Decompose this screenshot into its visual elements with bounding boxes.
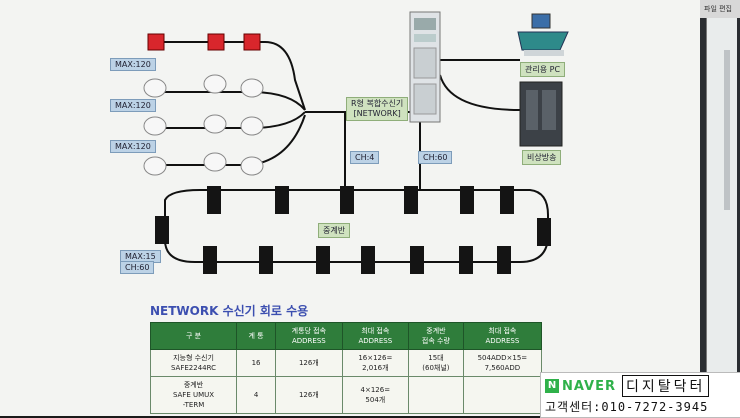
relay-box-icons (155, 186, 551, 274)
table-cell: 4×126= 504개 (341, 376, 410, 414)
table-row: 중계반 SAFE UMUX -TERM 4 126개 4×126= 504개 (149, 376, 543, 414)
control-pc-label: 관리용 PC (520, 62, 566, 77)
cell-text: 15대 (428, 354, 444, 362)
header-text: 접속 수량 (421, 337, 450, 345)
header-cell: 최대 접속 ADDRESS (341, 322, 410, 350)
red-detector-icon-3 (243, 33, 261, 51)
header-text: ADDRESS (485, 337, 520, 345)
window-frame (706, 18, 737, 416)
red-detector-icon-2 (207, 33, 225, 51)
broadcast-label: 비상방송 (522, 150, 562, 165)
cell-text: 2,016개 (362, 364, 389, 372)
screen: MAX:120 MAX:120 MAX:120 MAX:15 CH:60 CH:… (0, 0, 700, 416)
contact-text: 고객센터:010-7272-3945 (545, 400, 709, 414)
cell-text: SAFE2244RC (170, 364, 217, 372)
red-detector-icons (147, 33, 261, 51)
header-cell: 최대 접속 ADDRESS (462, 322, 543, 350)
cell-text: -TERM (182, 401, 205, 409)
header-text: 계통당 접속 (291, 327, 327, 335)
header-text: 최대 접속 (361, 327, 390, 335)
cell-text: 126개 (298, 391, 319, 399)
cell-text: 504개 (365, 396, 386, 404)
emergency-broadcast-rack-icon (519, 81, 563, 147)
network-receiver-label-line1: R형 복합수신기 (351, 99, 404, 108)
menu-strip[interactable]: 파일 편집 (700, 0, 740, 18)
ch-60-left-label: CH:60 (120, 261, 155, 274)
naver-logo-icon: N (545, 379, 559, 393)
network-receiver-label: R형 복합수신기 [NETWORK] (346, 97, 409, 121)
scrollbar[interactable] (724, 50, 730, 210)
naver-wordmark: NAVER (562, 378, 617, 394)
cell-text: 126개 (298, 359, 319, 367)
cell-text: 4 (253, 391, 259, 399)
ch-60-label: CH:60 (418, 151, 453, 164)
table-cell: 4 (236, 376, 277, 414)
header-text: ADDRESS (358, 337, 393, 345)
table-cell: 15대 (60채널) (408, 349, 464, 377)
table-cell: 16 (236, 349, 277, 377)
cell-text: (60채널) (422, 364, 450, 372)
badge-top: N NAVER 디지탈닥터 (545, 375, 710, 397)
table-cell: 126개 (275, 376, 343, 414)
network-receiver-cabinet-icon (409, 11, 441, 123)
table-cell: 126개 (275, 349, 343, 377)
network-receiver-label-line2: [NETWORK] (353, 109, 401, 118)
table-cell: 지능형 수신기 SAFE2244RC (149, 349, 238, 377)
header-cell: 구 분 (149, 322, 238, 350)
section-title: NETWORK 수신기 회로 수용 (150, 304, 309, 318)
table-cell (408, 376, 464, 414)
header-text: 최대 접속 (488, 327, 517, 335)
header-text: 계 통 (248, 332, 264, 340)
table-cell: 중계반 SAFE UMUX -TERM (149, 376, 238, 414)
table-cell: 504ADD×15= 7,560ADD (462, 349, 543, 377)
max-120-label-1: MAX:120 (110, 58, 156, 71)
table-cell: 16×126= 2,016개 (341, 349, 410, 377)
control-pc-icon (517, 13, 569, 56)
header-text: ADDRESS (291, 337, 326, 345)
cell-text: 지능형 수신기 (173, 354, 214, 362)
smoke-detector-icons (143, 74, 264, 176)
ch-4-label: CH:4 (350, 151, 380, 164)
cell-text: 16 (251, 359, 261, 367)
cell-text: 중계반 (183, 381, 204, 389)
cell-text: 16×126= (358, 354, 393, 362)
watermark-badge: N NAVER 디지탈닥터 고객센터:010-7272-3945 (540, 372, 740, 418)
max-120-label-3: MAX:120 (110, 140, 156, 153)
table-cell (462, 376, 543, 414)
relay-label: 중계반 (318, 223, 351, 238)
red-detector-icon-1 (147, 33, 165, 51)
cell-text: 7,560ADD (484, 364, 521, 372)
header-cell: 계 통 (236, 322, 277, 350)
cell-text: 4×126= (360, 386, 391, 394)
header-text: 구 분 (185, 332, 202, 340)
max-120-label-2: MAX:120 (110, 99, 156, 112)
header-cell: 계통당 접속 ADDRESS (275, 322, 343, 350)
header-text: 중계반 (426, 327, 446, 335)
right-window-panel: 파일 편집 (700, 0, 740, 416)
brand-name: 디지탈닥터 (622, 375, 710, 397)
cell-text: 504ADD×15= (477, 354, 528, 362)
cell-text: SAFE UMUX (172, 391, 215, 399)
